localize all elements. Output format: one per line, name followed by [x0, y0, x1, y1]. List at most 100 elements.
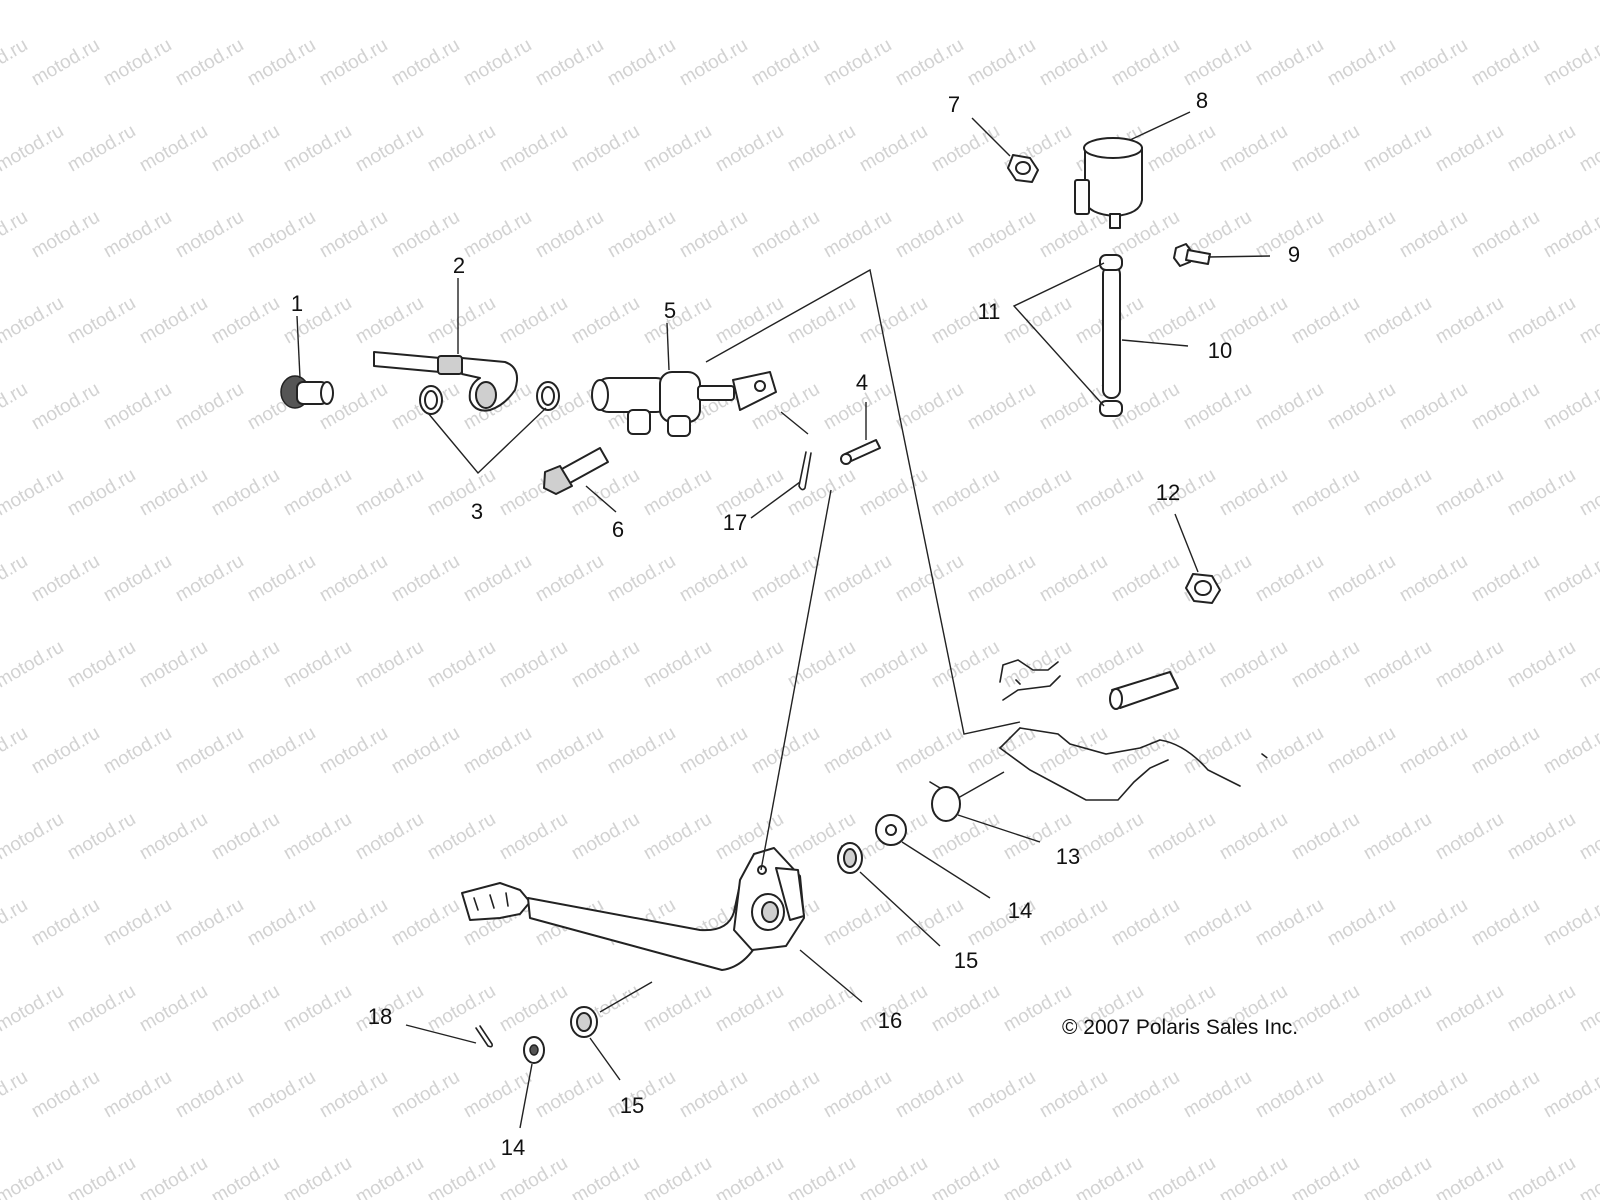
watermark-text: motod.ru	[1324, 35, 1399, 91]
watermark-text: motod.ru	[820, 551, 895, 607]
callout-10: 10	[1208, 338, 1232, 363]
watermark-text: motod.ru	[1576, 637, 1600, 693]
watermark-text: motod.ru	[1504, 0, 1579, 4]
watermark-text: motod.ru	[820, 895, 895, 951]
watermark-text: motod.ru	[208, 0, 283, 4]
watermark-text: motod.ru	[136, 121, 211, 177]
watermark-text: motod.ru	[1288, 293, 1363, 349]
watermark-text: motod.ru	[1432, 809, 1507, 865]
part-11-hose-clamps	[1099, 254, 1123, 417]
watermark-text: motod.ru	[1360, 293, 1435, 349]
watermark-text: motod.ru	[1540, 379, 1600, 435]
watermark-text: motod.ru	[712, 121, 787, 177]
watermark-text: motod.ru	[640, 981, 715, 1037]
watermark-text: motod.ru	[856, 637, 931, 693]
watermark-text: motod.ru	[1576, 0, 1600, 4]
watermark-text: motod.ru	[1396, 895, 1471, 951]
watermark-text: motod.ru	[1324, 207, 1399, 263]
watermark-text: motod.ru	[676, 551, 751, 607]
watermark-text: motod.ru	[28, 1067, 103, 1123]
watermark-text: motod.ru	[424, 465, 499, 521]
watermark-text: motod.ru	[172, 551, 247, 607]
watermark-text: motod.ru	[1324, 723, 1399, 779]
watermark-text: motod.ru	[388, 551, 463, 607]
part-17-cotter-pin	[798, 451, 812, 491]
watermark-text: motod.ru	[64, 981, 139, 1037]
watermark-text: motod.ru	[640, 465, 715, 521]
watermark-text: motod.ru	[1000, 293, 1075, 349]
watermark-text: motod.ru	[1360, 981, 1435, 1037]
watermark-text: motod.ru	[928, 637, 1003, 693]
watermark-text: motod.ru	[1144, 1153, 1219, 1200]
watermark-text: motod.ru	[208, 293, 283, 349]
watermark-text: motod.ru	[604, 551, 679, 607]
watermark-text: motod.ru	[1504, 1153, 1579, 1200]
watermark-text: motod.ru	[604, 723, 679, 779]
watermark-text: motod.ru	[352, 1153, 427, 1200]
watermark-text: motod.ru	[1252, 895, 1327, 951]
watermark-text: motod.ru	[496, 981, 571, 1037]
watermark-text: motod.ru	[640, 1153, 715, 1200]
watermark-text: motod.ru	[460, 1067, 535, 1123]
watermark-text: motod.ru	[964, 1067, 1039, 1123]
watermark-text: motod.ru	[1468, 895, 1543, 951]
watermark-text: motod.ru	[892, 207, 967, 263]
watermark-text: motod.ru	[280, 981, 355, 1037]
watermark-text: motod.ru	[1288, 809, 1363, 865]
watermark-text: motod.ru	[64, 809, 139, 865]
watermark-text: motod.ru	[1540, 1067, 1600, 1123]
watermark-text: motod.ru	[532, 1067, 607, 1123]
watermark-text: motod.ru	[0, 379, 31, 435]
watermark-text: motod.ru	[1324, 1067, 1399, 1123]
watermark-text: motod.ru	[460, 723, 535, 779]
watermark-text: motod.ru	[388, 895, 463, 951]
callout-3: 3	[471, 499, 483, 524]
watermark-text: motod.ru	[1432, 0, 1507, 4]
watermark-text: motod.ru	[28, 551, 103, 607]
watermark-text: motod.ru	[1468, 35, 1543, 91]
watermark-text: motod.ru	[640, 121, 715, 177]
watermark-text: motod.ru	[1144, 0, 1219, 4]
watermark-text: motod.ru	[316, 551, 391, 607]
watermark-text: motod.ru	[1108, 723, 1183, 779]
watermark-text: motod.ru	[1504, 981, 1579, 1037]
watermark-text: motod.ru	[1540, 551, 1600, 607]
watermark-text: motod.ru	[1504, 809, 1579, 865]
part-12-nut	[1185, 573, 1221, 604]
watermark-text: motod.ru	[568, 121, 643, 177]
watermark-text: motod.ru	[1108, 1067, 1183, 1123]
watermark-text: motod.ru	[496, 293, 571, 349]
watermark-text: motod.ru	[1576, 465, 1600, 521]
watermark-text: motod.ru	[1072, 809, 1147, 865]
watermark-text: motod.ru	[1324, 551, 1399, 607]
watermark-text: motod.ru	[100, 379, 175, 435]
leader-lines	[296, 111, 1271, 1129]
watermark-text: motod.ru	[1324, 895, 1399, 951]
watermark-text: motod.ru	[496, 0, 571, 4]
watermark-text: motod.ru	[1432, 465, 1507, 521]
watermark-text: motod.ru	[964, 551, 1039, 607]
watermark-text: motod.ru	[568, 809, 643, 865]
watermark-text: motod.ru	[676, 723, 751, 779]
part-4-clevis-pin	[840, 439, 881, 465]
watermark-text: motod.ru	[1360, 121, 1435, 177]
watermark-text: motod.ru	[1432, 1153, 1507, 1200]
watermark-text: motod.ru	[1432, 121, 1507, 177]
watermark-text: motod.ru	[316, 1067, 391, 1123]
watermark-text: motod.ru	[1540, 895, 1600, 951]
watermark-text: motod.ru	[496, 637, 571, 693]
watermark-text: motod.ru	[460, 207, 535, 263]
watermark-text: motod.ru	[1072, 465, 1147, 521]
part-3-sealing-washers	[419, 381, 560, 415]
watermark-text: motod.ru	[676, 207, 751, 263]
watermark-text: motod.ru	[136, 0, 211, 4]
watermark-text: motod.ru	[0, 207, 31, 263]
watermark-text: motod.ru	[1288, 637, 1363, 693]
watermark-text: motod.ru	[1468, 207, 1543, 263]
watermark-text: motod.ru	[1180, 379, 1255, 435]
watermark-text: motod.ru	[352, 293, 427, 349]
watermark-text: motod.ru	[1036, 1067, 1111, 1123]
watermark-text: motod.ru	[568, 1153, 643, 1200]
watermark-text: motod.ru	[820, 35, 895, 91]
callout-14-right: 14	[1008, 898, 1032, 923]
